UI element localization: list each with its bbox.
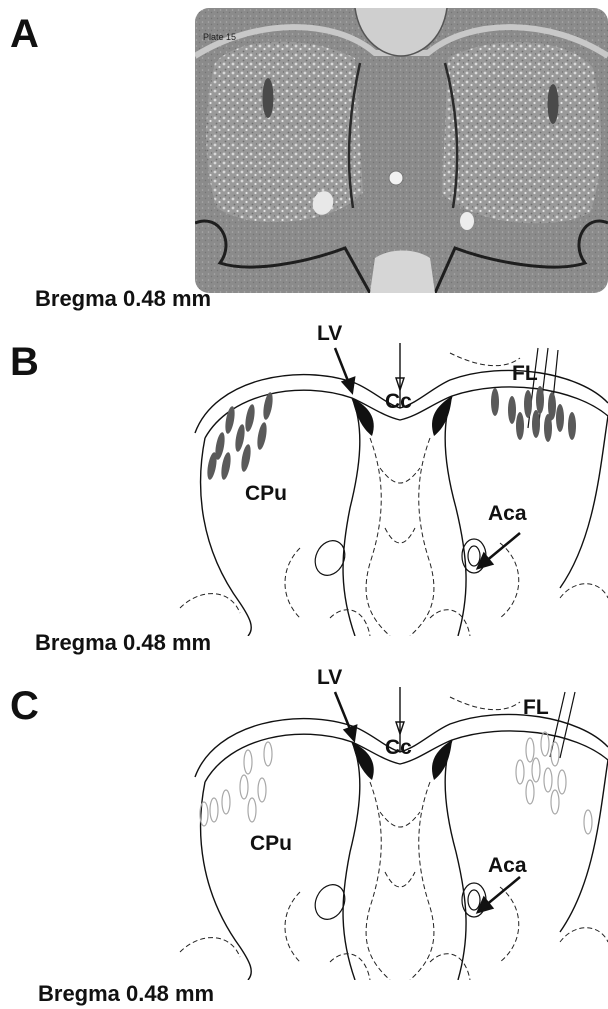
panel-c-bregma-label: Bregma 0.48 mm xyxy=(38,983,214,1005)
panel-b-label-cc: Cc xyxy=(385,390,412,413)
panel-b-bregma-label: Bregma 0.48 mm xyxy=(35,632,211,654)
panel-b-label-aca: Aca xyxy=(488,502,527,525)
panel-a-bregma-label: Bregma 0.48 mm xyxy=(35,288,211,310)
panel-c-atlas-diagram: LV FL Cc CPu Aca xyxy=(0,662,608,980)
panel-b-label-lv: LV xyxy=(317,322,342,345)
panel-b-label-cpu: CPu xyxy=(245,482,287,505)
panel-c-label-fl: FL xyxy=(523,696,549,719)
panel-c-label-cc: Cc xyxy=(385,736,412,759)
panel-c-label-aca: Aca xyxy=(488,854,527,877)
injection-track-right xyxy=(548,84,559,124)
plate-label: Plate 15 xyxy=(203,32,236,42)
histology-section-svg: Plate 15 xyxy=(195,8,608,293)
panel-c-label-lv: LV xyxy=(317,666,342,689)
panel-b-atlas-diagram: LV FL Cc CPu Aca xyxy=(0,318,608,636)
panel-c-label-cpu: CPu xyxy=(250,832,292,855)
injection-track-left xyxy=(263,78,274,118)
panel-a-letter: A xyxy=(10,14,39,54)
panel-a-histology-image: Plate 15 xyxy=(195,8,608,293)
panel-b-label-fl: FL xyxy=(512,362,538,385)
